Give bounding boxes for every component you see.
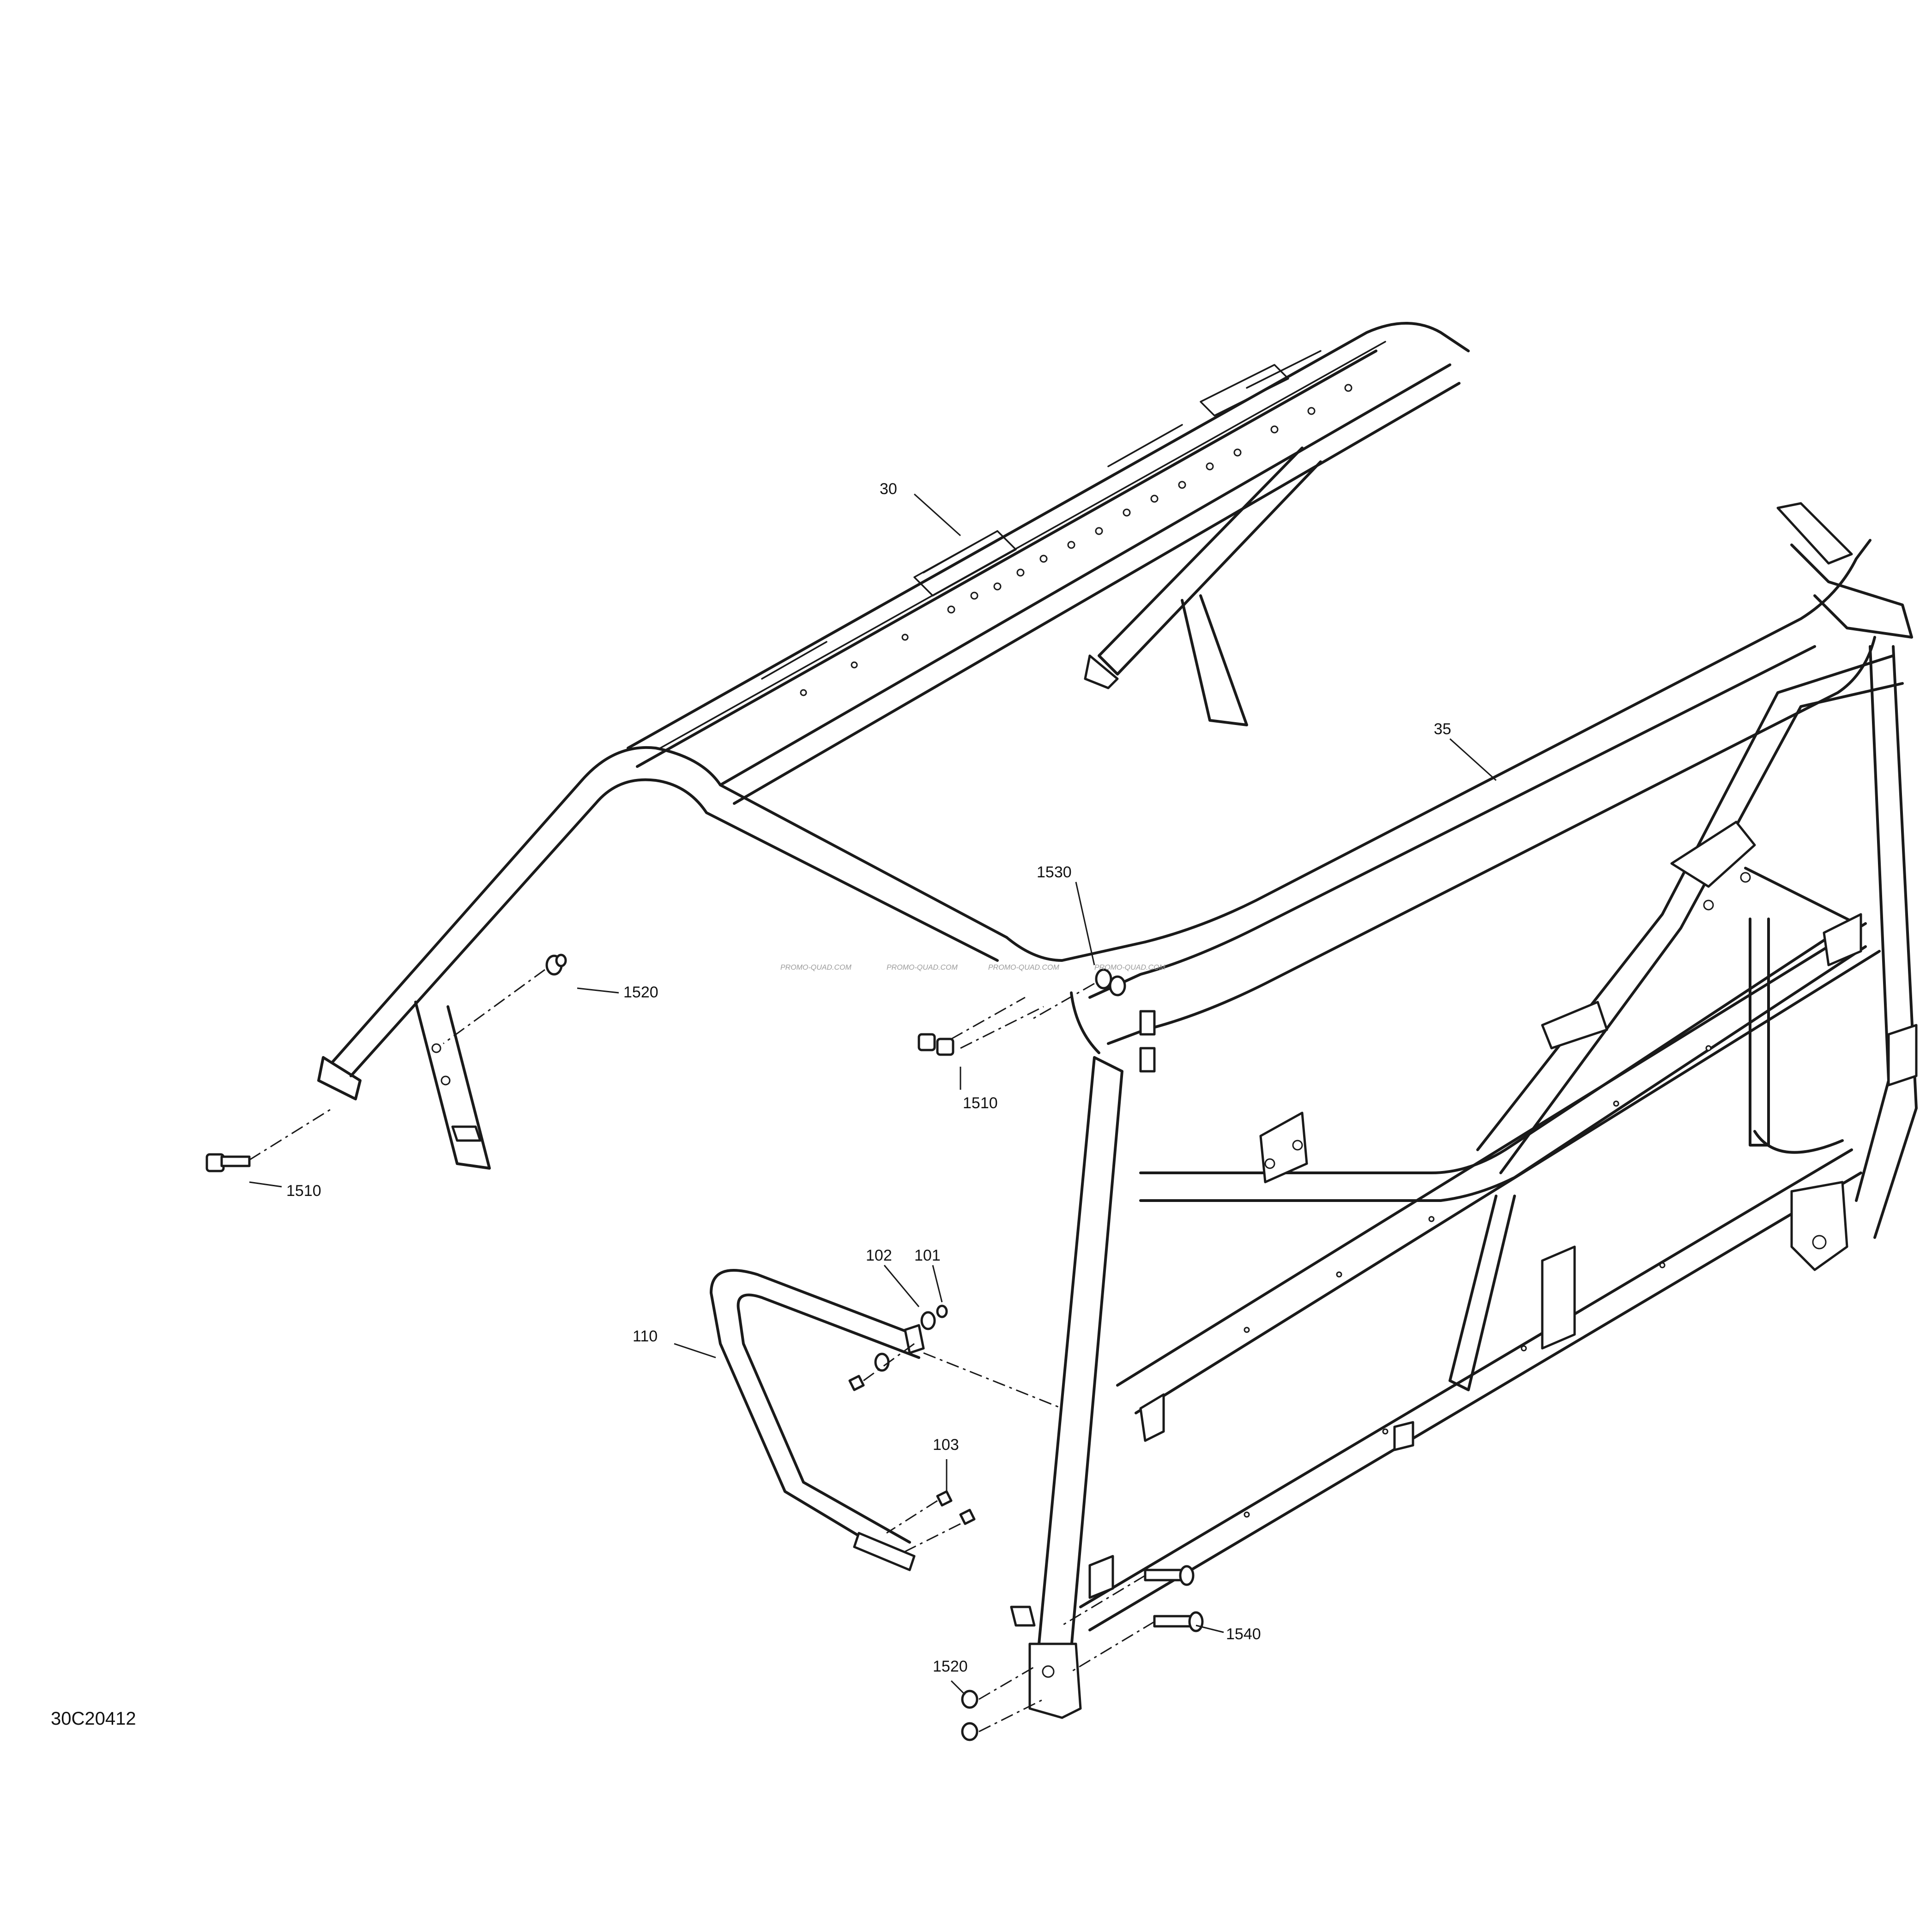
watermark-text-1: PROMO-QUAD.COM bbox=[780, 964, 851, 972]
nut-1520-bottom bbox=[961, 1666, 1044, 1741]
bolt-1510-left bbox=[205, 1107, 333, 1172]
callout-110: 110 bbox=[633, 1328, 658, 1345]
watermark-text-3: PROMO-QUAD.COM bbox=[988, 964, 1059, 972]
callout-1540: 1540 bbox=[1226, 1625, 1261, 1643]
callout-1530: 1530 bbox=[1037, 863, 1072, 881]
callout-1510-middle: 1510 bbox=[963, 1094, 998, 1112]
fasteners bbox=[205, 954, 1204, 1741]
watermark-text-2: PROMO-QUAD.COM bbox=[887, 964, 958, 972]
leader-lines bbox=[249, 493, 1497, 1696]
nut-1530 bbox=[1029, 968, 1126, 1021]
watermark: PROMO-QUAD.COM PROMO-QUAD.COM PROMO-QUAD… bbox=[780, 964, 1165, 972]
callout-103: 103 bbox=[933, 1436, 959, 1454]
nut-1520-top bbox=[443, 954, 567, 1044]
callout-1510-left: 1510 bbox=[286, 1182, 321, 1200]
screw-103 bbox=[886, 1490, 976, 1552]
roof-frame-panel bbox=[627, 322, 1470, 805]
callout-101: 101 bbox=[914, 1247, 941, 1264]
callout-labels: 30 35 1530 1520 1510 1510 102 101 110 10… bbox=[286, 480, 1451, 1675]
callout-35: 35 bbox=[1434, 720, 1451, 738]
bolt-1510-middle bbox=[918, 996, 1044, 1056]
spacer-washer-set bbox=[848, 1304, 1063, 1409]
grab-bar bbox=[710, 1269, 920, 1571]
callout-1520-top: 1520 bbox=[623, 984, 658, 1001]
callout-102: 102 bbox=[866, 1247, 892, 1264]
watermark-text-4: PROMO-QUAD.COM bbox=[1094, 964, 1165, 972]
figure-id: 30C20412 bbox=[51, 1709, 136, 1729]
bolt-1540 bbox=[1062, 1565, 1204, 1672]
callout-1520-bottom: 1520 bbox=[933, 1658, 968, 1675]
roll-cage-frame bbox=[317, 502, 1918, 1719]
callout-30: 30 bbox=[880, 480, 897, 498]
roof-panel-holes bbox=[800, 384, 1352, 696]
